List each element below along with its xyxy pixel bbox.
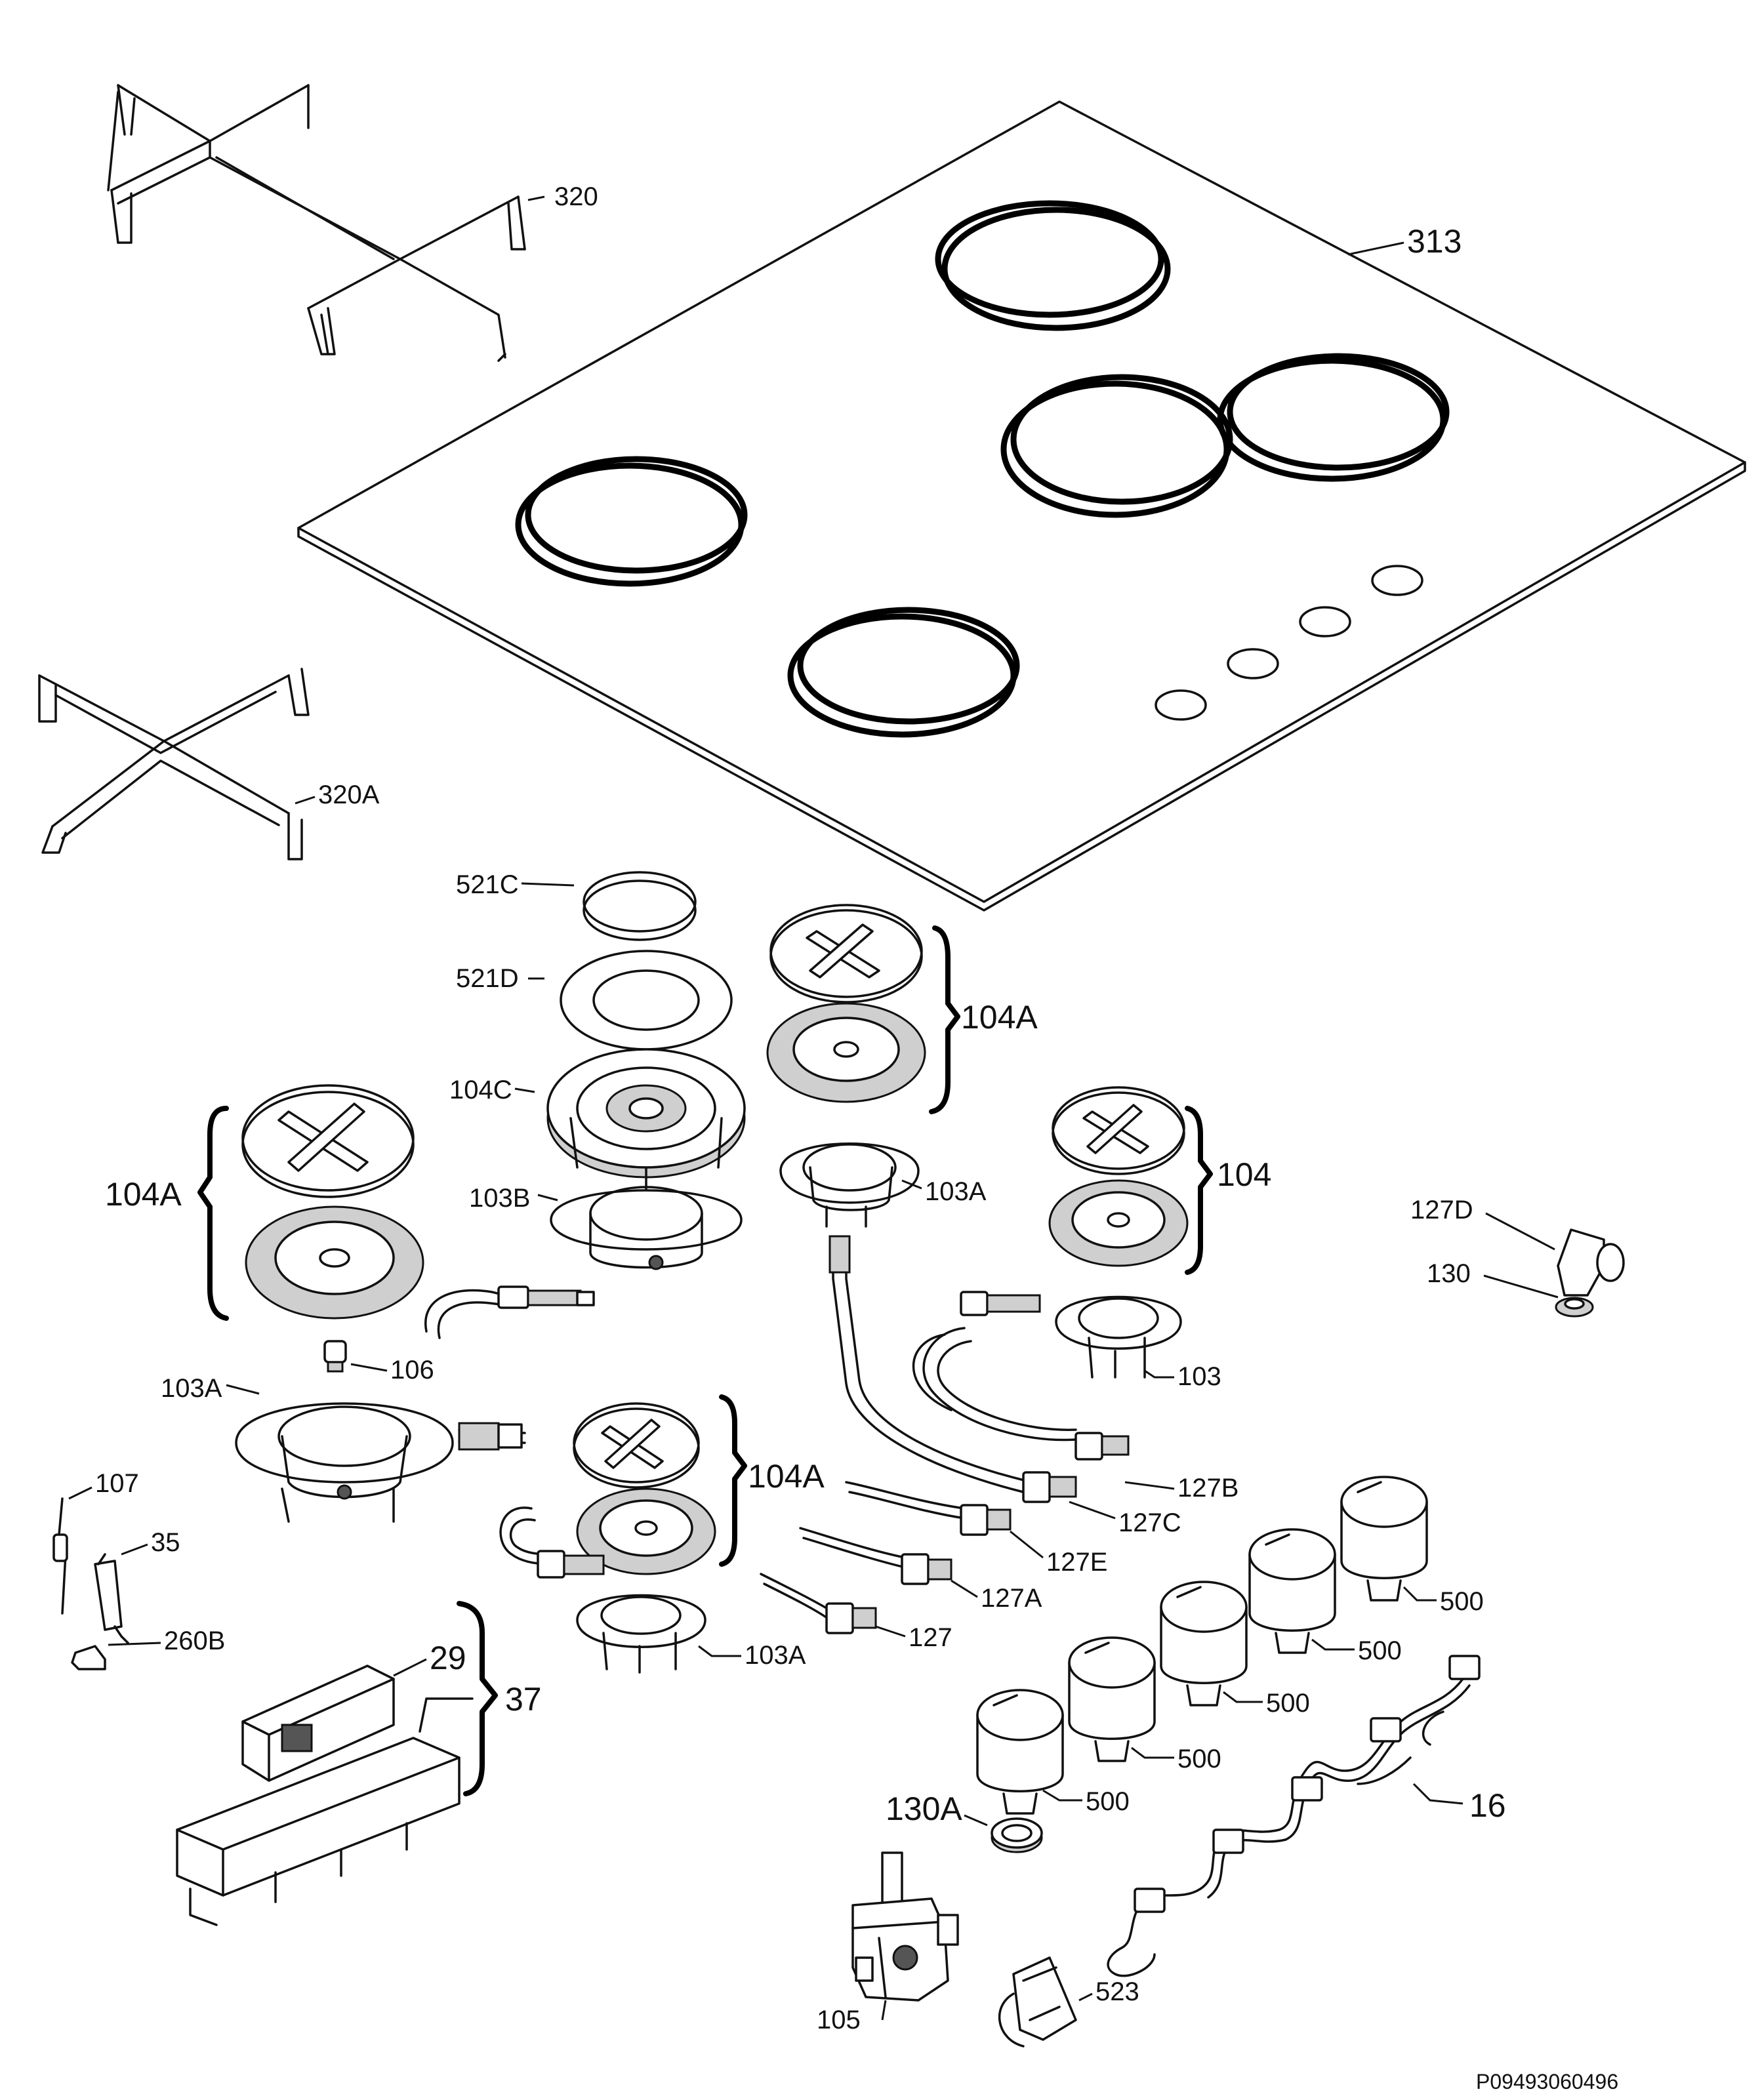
gas-valve	[851, 1851, 959, 2002]
label-104A-mid: 104A	[748, 1458, 825, 1495]
label-523: 523	[1095, 1977, 1139, 2006]
pan-support-double	[107, 84, 526, 362]
knob-2	[1248, 1528, 1336, 1654]
wok-burner-crown	[546, 1048, 746, 1270]
pan-support-single	[38, 668, 310, 860]
knob-1	[1340, 1476, 1428, 1602]
label-127C: 127C	[1118, 1508, 1181, 1537]
ignition-electrode	[94, 1553, 129, 1644]
label-127B: 127B	[1177, 1474, 1238, 1503]
label-521D: 521D	[456, 964, 519, 993]
wiring-harness	[1107, 1655, 1481, 1977]
label-127D: 127D	[1410, 1196, 1473, 1224]
label-103: 103	[1177, 1362, 1221, 1391]
label-103A-bottom: 103A	[745, 1641, 806, 1670]
part-labels: 320 313 320A 521C 521D 104C 104A 104A 10…	[95, 182, 1618, 2093]
label-104: 104	[1217, 1156, 1271, 1193]
burner-base-mid	[576, 1594, 706, 1674]
label-500-5: 500	[1086, 1787, 1130, 1816]
gas-pipes	[424, 1235, 1130, 1634]
label-103B: 103B	[469, 1184, 530, 1213]
label-127E: 127E	[1046, 1548, 1107, 1577]
burner-cap-cross-right	[1048, 1086, 1189, 1267]
label-521C: 521C	[456, 870, 519, 899]
thermocouple	[52, 1497, 68, 1615]
label-35: 35	[151, 1528, 180, 1557]
label-127: 127	[909, 1623, 952, 1652]
ignition-switch-bank	[176, 1697, 474, 1926]
control-knobs	[976, 1476, 1428, 1815]
label-130A: 130A	[886, 1790, 962, 1827]
sealing-ring	[991, 1817, 1043, 1853]
burner-base-left	[235, 1402, 454, 1523]
label-37: 37	[505, 1681, 542, 1718]
hob-top-plate	[297, 100, 1746, 912]
label-103A-top: 103A	[925, 1177, 987, 1206]
burner-cap-cross-left	[241, 1084, 424, 1320]
burner-cap-cross-top	[766, 904, 926, 1103]
label-500-4: 500	[1177, 1745, 1221, 1773]
label-104C: 104C	[449, 1076, 512, 1104]
knob-3	[1160, 1581, 1248, 1706]
injector	[323, 1340, 347, 1373]
burner-cap-cross-mid	[573, 1402, 716, 1575]
label-104A-top: 104A	[961, 999, 1038, 1036]
label-320: 320	[554, 182, 598, 211]
clip	[71, 1645, 106, 1670]
label-104A-left: 104A	[105, 1176, 182, 1213]
label-500-3: 500	[1266, 1689, 1310, 1718]
label-107: 107	[95, 1469, 139, 1498]
label-313: 313	[1407, 223, 1462, 260]
valve-clip	[998, 1956, 1077, 2048]
elbow-connector	[1555, 1228, 1625, 1318]
burner-base-right	[1055, 1295, 1182, 1379]
label-260B: 260B	[164, 1626, 225, 1655]
label-103A-left: 103A	[161, 1374, 222, 1403]
burner-cap-small	[560, 871, 733, 1051]
label-106: 106	[390, 1356, 434, 1384]
label-29: 29	[430, 1640, 466, 1676]
label-320A: 320A	[318, 780, 380, 809]
label-500-2: 500	[1358, 1636, 1402, 1665]
label-127A: 127A	[981, 1584, 1042, 1613]
knob-4	[1068, 1636, 1156, 1762]
spark-generator	[241, 1665, 395, 1782]
label-16: 16	[1469, 1787, 1506, 1824]
label-130: 130	[1427, 1259, 1471, 1288]
label-500-1: 500	[1440, 1587, 1484, 1616]
knob-5	[976, 1689, 1064, 1815]
burner-base-top	[779, 1142, 920, 1228]
diagram-code: P09493060496	[1476, 2070, 1618, 2093]
label-105: 105	[817, 2006, 861, 2034]
